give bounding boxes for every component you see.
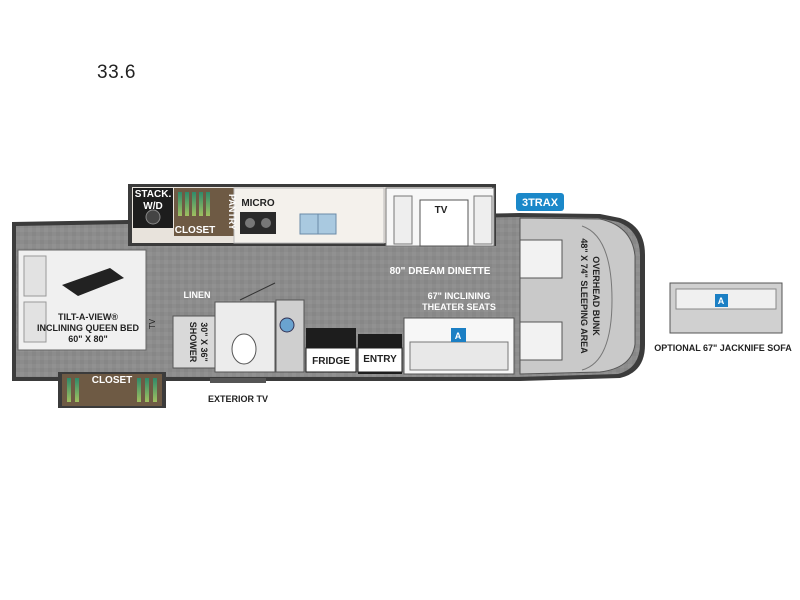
theater-label-2: THEATER SEATS xyxy=(422,302,496,312)
micro-label: MICRO xyxy=(241,198,275,209)
optional-sofa-label: OPTIONAL 67" JACKNIFE SOFA xyxy=(654,343,792,353)
theater-label-1: 67" INCLINING xyxy=(428,291,491,301)
sofa-badge-label: A xyxy=(718,296,725,306)
tv-dinette-label: TV xyxy=(435,205,448,216)
shower-label-1: SHOWER xyxy=(188,322,198,363)
cab-seat-bottom xyxy=(519,321,563,361)
stack-label-2: W/D xyxy=(143,201,162,212)
fridge-label: FRIDGE xyxy=(312,356,350,367)
exterior-tv-label: EXTERIOR TV xyxy=(208,394,268,404)
theater-badge-label: A xyxy=(455,331,462,341)
entry-label: ENTRY xyxy=(363,354,397,365)
svg-text:3TRAX: 3TRAX xyxy=(522,197,559,209)
cooktop xyxy=(240,212,276,234)
exterior-tv-bar xyxy=(210,378,266,383)
bed-label-2: INCLINING QUEEN BED xyxy=(37,323,140,333)
bath-sink xyxy=(279,317,295,333)
sofa-badge xyxy=(715,294,728,307)
bed-label-1: TILT-A-VIEW® xyxy=(58,312,118,322)
shower-label-2: 30" X 36" xyxy=(199,322,209,362)
bunk-label-1: OVERHEAD BUNK xyxy=(591,256,601,336)
pantry-label: PANTRY xyxy=(227,194,237,230)
linen-label: LINEN xyxy=(184,290,211,300)
closet-top-label: CLOSET xyxy=(175,225,216,236)
theater-badge xyxy=(451,328,466,342)
bed-icon xyxy=(62,268,124,296)
bunk-label-2: 48" X 74" SLEEPING AREA xyxy=(579,238,589,354)
cab-seat-top xyxy=(519,239,563,279)
toilet xyxy=(231,333,257,365)
stack-label-1: STACK. xyxy=(135,189,172,200)
bed-label-3: 60" X 80" xyxy=(68,334,108,344)
tv-bedroom-label: TV xyxy=(148,318,157,329)
closet-bottom-label: CLOSET xyxy=(92,375,133,386)
model-number: 33.6 xyxy=(97,62,136,83)
pantry xyxy=(216,188,234,236)
3trax-logo: 3TRAX xyxy=(516,193,564,211)
dinette-label: 80" DREAM DINETTE xyxy=(390,266,491,277)
